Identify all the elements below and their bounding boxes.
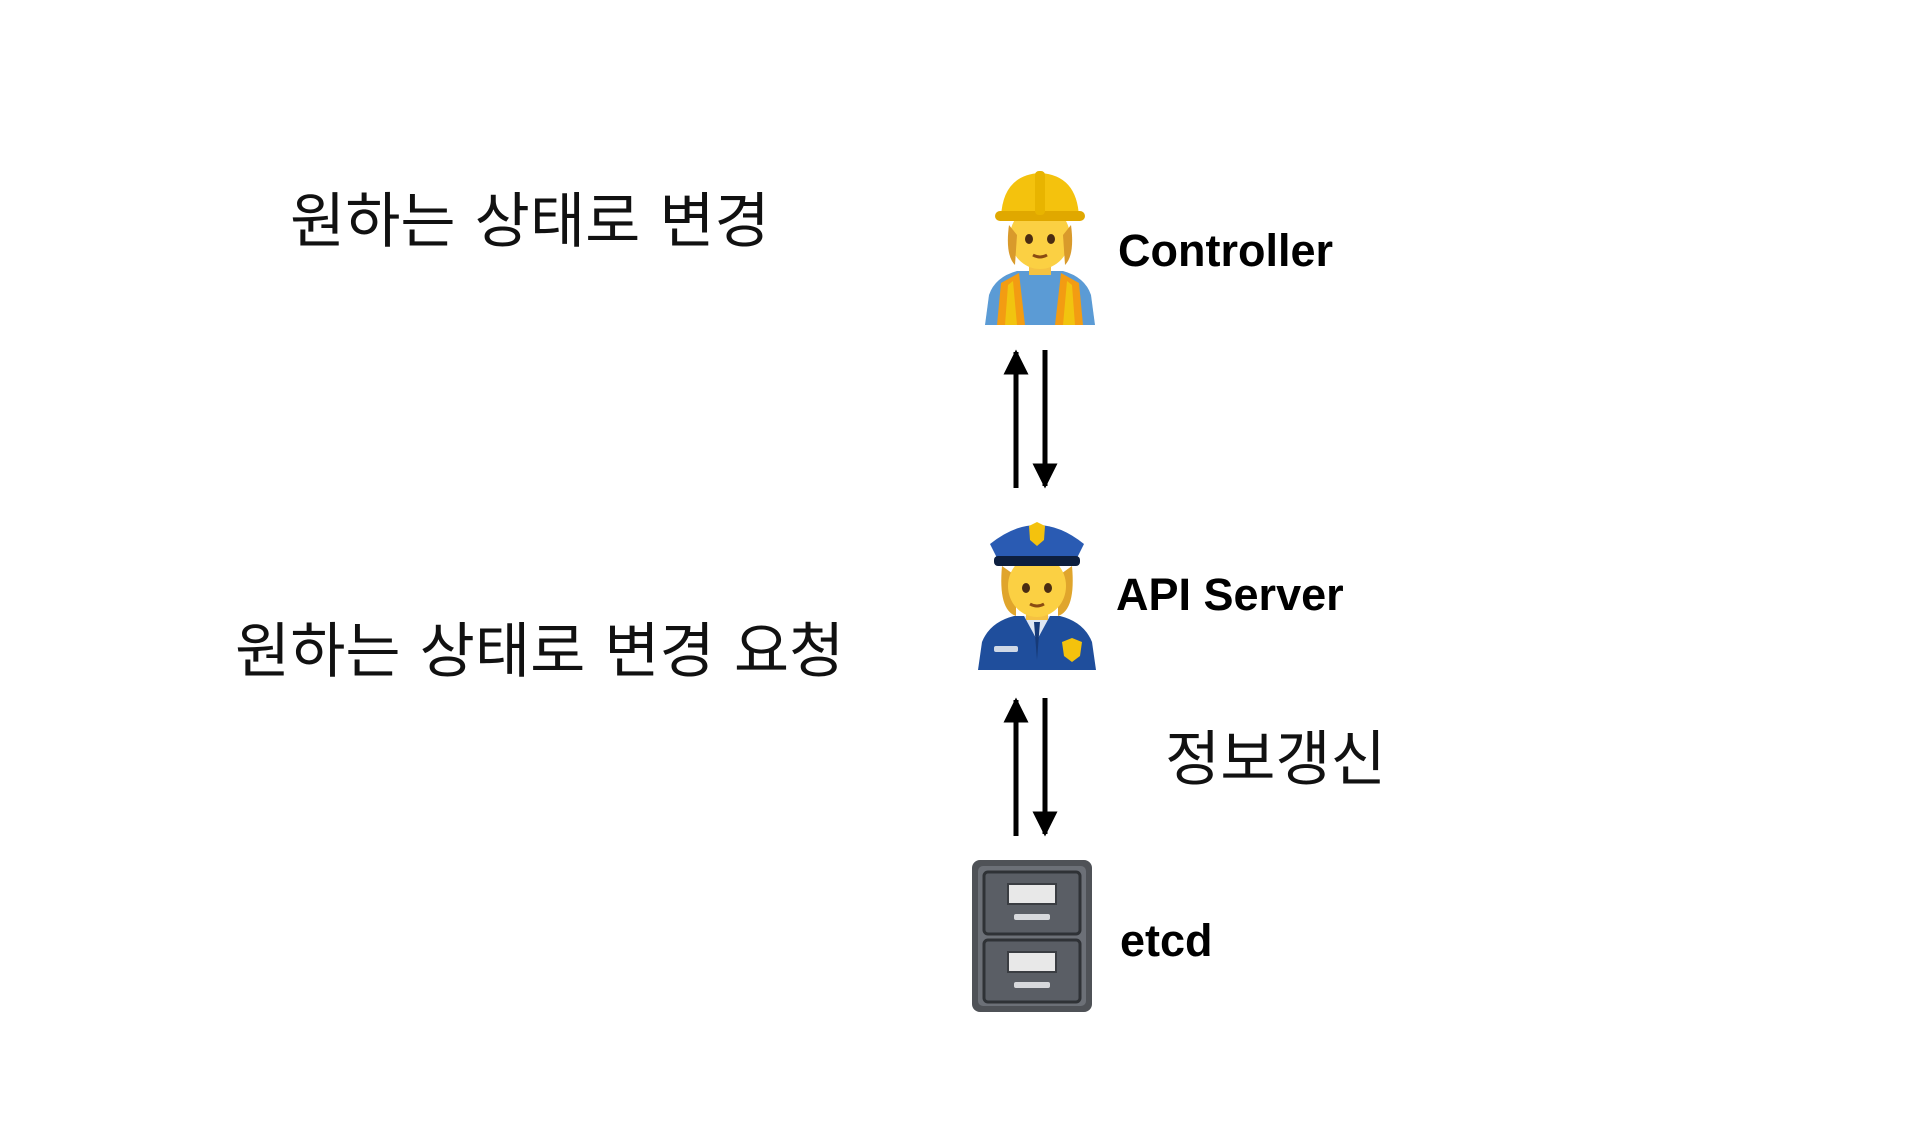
construction-worker-icon	[975, 165, 1105, 325]
etcd-label: etcd	[1120, 915, 1213, 966]
api-request-note: 원하는 상태로 변경 요청	[235, 617, 845, 687]
controller-label: Controller	[1118, 225, 1334, 276]
police-officer-icon	[972, 510, 1102, 670]
api-server-label: API Server	[1116, 569, 1344, 620]
controller-action-note: 원하는 상태로 변경	[290, 187, 770, 257]
file-cabinet-icon	[970, 858, 1094, 1014]
etcd-update-note: 정보갱신	[1165, 725, 1386, 795]
